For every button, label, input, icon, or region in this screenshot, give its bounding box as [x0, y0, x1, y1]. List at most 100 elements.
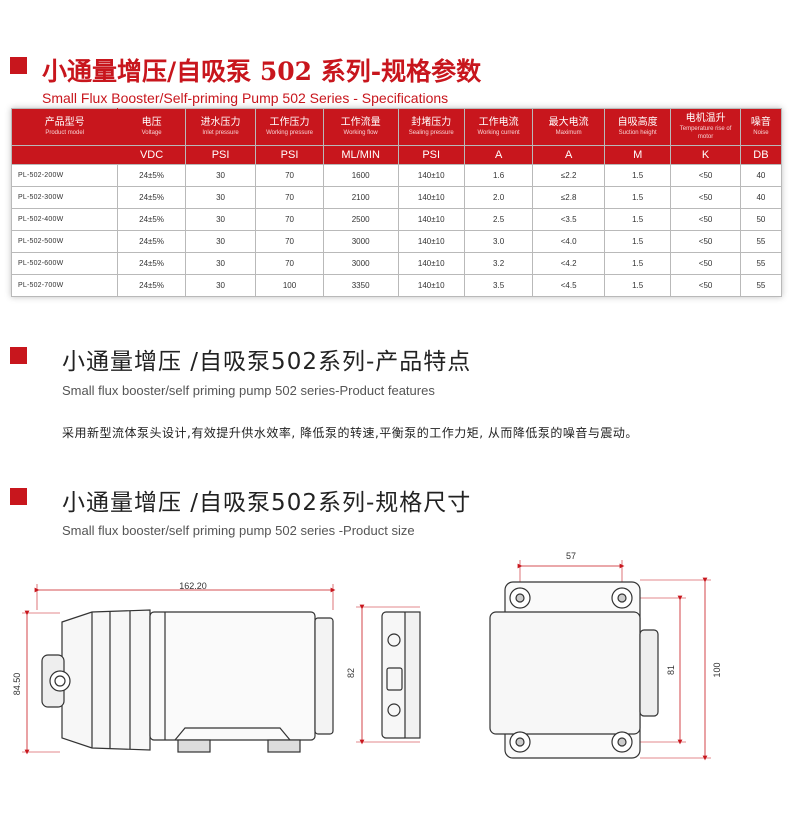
value-cell: 2100: [322, 186, 399, 209]
value-cell: 1.5: [603, 230, 672, 253]
value-cell: 1.5: [603, 252, 672, 275]
section1-title-en: Small Flux Booster/Self-priming Pump 502…: [42, 90, 449, 106]
value-cell: 24±5%: [117, 252, 186, 275]
value-cell: 55: [739, 230, 783, 253]
header-cell: 噪音 Noise: [739, 108, 783, 146]
value-cell: 3000: [322, 252, 399, 275]
header-cn: 封堵压力: [411, 117, 452, 128]
product-size-drawing: 162.20 84.50 82 57 81 10: [12, 551, 722, 761]
value-cell: 1.5: [603, 208, 672, 231]
product-features-text: 采用新型流体泵头设计,有效提升供水效率, 降低泵的转速,平衡泵的工作力矩, 从而…: [62, 426, 638, 440]
value-cell: <50: [670, 164, 741, 187]
value-cell: <50: [670, 208, 741, 231]
header-cell: 产品型号 Product model: [10, 108, 119, 146]
model-cell: PL-502-200W: [10, 164, 119, 187]
header-cn: 最大电流: [548, 117, 589, 128]
header-cn: 产品型号: [44, 117, 85, 128]
value-cell: <50: [670, 252, 741, 275]
value-cell: <4.0: [532, 230, 605, 253]
value-cell: 24±5%: [117, 164, 186, 187]
header-cell: 进水压力 Inlet pressure: [184, 108, 257, 146]
unit-cell: PSI: [184, 145, 257, 165]
header-cn: 工作流量: [340, 117, 381, 128]
header-cn: 工作压力: [269, 117, 310, 128]
value-cell: 24±5%: [117, 274, 186, 297]
unit-cell: PSI: [397, 145, 465, 165]
value-cell: 1.5: [603, 164, 672, 187]
dim-mount-spacing-h-label: 57: [566, 551, 576, 561]
value-cell: 30: [184, 274, 257, 297]
header-cn: 电机温升: [685, 113, 726, 124]
value-cell: 1600: [322, 164, 399, 187]
value-cell: 55: [739, 274, 783, 297]
header-en: Noise: [753, 130, 769, 136]
section2-title-en: Small flux booster/self priming pump 502…: [62, 383, 435, 398]
model-cell: PL-502-600W: [10, 252, 119, 275]
header-en: Suction height: [618, 130, 657, 136]
header-cn: 噪音: [750, 117, 771, 128]
value-cell: 24±5%: [117, 186, 186, 209]
side-view: [22, 584, 336, 755]
value-cell: <50: [670, 230, 741, 253]
header-cell: 最大电流 Maximum: [532, 108, 605, 146]
value-cell: 55: [739, 252, 783, 275]
value-cell: 24±5%: [117, 208, 186, 231]
value-cell: 30: [184, 252, 257, 275]
value-cell: 100: [255, 274, 324, 297]
value-cell: 30: [184, 208, 257, 231]
value-cell: 40: [739, 164, 783, 187]
value-cell: <4.2: [532, 252, 605, 275]
header-en: Working pressure: [266, 130, 313, 136]
value-cell: 70: [255, 252, 324, 275]
value-cell: 40: [739, 186, 783, 209]
unit-cell: PSI: [255, 145, 324, 165]
front-view: [356, 604, 421, 745]
value-cell: 50: [739, 208, 783, 231]
value-cell: <50: [670, 186, 741, 209]
value-cell: 30: [184, 186, 257, 209]
dim-overall-height-label: 100: [712, 662, 722, 677]
value-cell: 3.2: [463, 252, 534, 275]
unit-cell: K: [670, 145, 741, 165]
value-cell: 30: [184, 230, 257, 253]
value-cell: 2.0: [463, 186, 534, 209]
header-cell: 工作压力 Working pressure: [255, 108, 324, 146]
value-cell: 140±10: [397, 252, 465, 275]
header-en: Inlet pressure: [202, 130, 239, 136]
section2-title-cn: 小通量增压 /自吸泵502系列-产品特点: [62, 349, 472, 375]
value-cell: 3350: [322, 274, 399, 297]
unit-cell: A: [532, 145, 605, 165]
section3-title-cn: 小通量增压 /自吸泵502系列-规格尺寸: [62, 490, 472, 516]
header-en: Maximum: [555, 130, 582, 136]
unit-cell: VDC: [117, 145, 186, 165]
header-cn: 进水压力: [200, 117, 241, 128]
value-cell: 3.5: [463, 274, 534, 297]
value-cell: 70: [255, 186, 324, 209]
value-cell: 140±10: [397, 230, 465, 253]
model-cell: PL-502-500W: [10, 230, 119, 253]
section3-marker: [10, 488, 27, 505]
header-cn: 自吸高度: [617, 117, 658, 128]
header-en: Product model: [45, 130, 85, 136]
value-cell: ≤2.2: [532, 164, 605, 187]
value-cell: 3000: [322, 230, 399, 253]
value-cell: 2500: [322, 208, 399, 231]
dim-height-side-label: 84.50: [12, 673, 22, 696]
header-en: Voltage: [141, 130, 162, 136]
dim-length-label: 162.20: [179, 581, 207, 591]
model-cell: PL-502-700W: [10, 274, 119, 297]
value-cell: 70: [255, 164, 324, 187]
value-cell: <50: [670, 274, 741, 297]
value-cell: ≤2.8: [532, 186, 605, 209]
section2-marker: [10, 347, 27, 364]
